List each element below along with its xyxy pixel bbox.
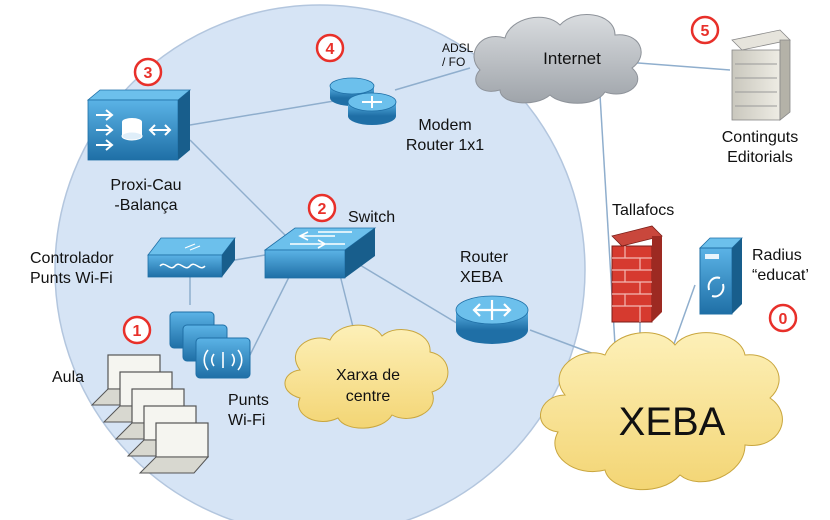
radius-label-2: “educat’: [752, 267, 809, 284]
svg-text:0: 0: [779, 311, 788, 328]
contingut-label-2: Editorials: [727, 149, 793, 166]
router-icon: [455, 295, 529, 344]
step-badge-5: 5: [690, 15, 720, 45]
proxy-label-1: Proxi-Cau: [110, 177, 181, 194]
radius-server-icon: [699, 237, 743, 315]
aula-label: Aula: [52, 369, 84, 386]
contingut-label-1: Continguts: [722, 129, 799, 146]
proxy-appliance-icon: [86, 89, 192, 161]
wifi-label-2: Wi-Fi: [228, 412, 265, 429]
router-label-1: Router: [460, 249, 509, 266]
radius-label-1: Radius: [752, 247, 802, 264]
wifi-label-1: Punts: [228, 392, 269, 409]
xeba-cloud: XEBA: [540, 332, 783, 491]
step-badge-1: 1: [122, 315, 152, 345]
proxy-label-2: -Balança: [114, 197, 177, 214]
xarxa-centre-cloud: Xarxa de centre: [284, 324, 449, 429]
svg-text:3: 3: [144, 65, 153, 82]
step-badge-2: 2: [307, 193, 337, 223]
svg-text:5: 5: [701, 23, 710, 40]
switch-icon: [263, 227, 377, 279]
modem-label-2: Router 1x1: [406, 137, 484, 154]
router-icon: [329, 77, 397, 125]
laptop-icon: [90, 354, 210, 474]
svg-text:2: 2: [318, 201, 327, 218]
firewall-label: Tallafocs: [612, 202, 674, 219]
svg-text:4: 4: [326, 41, 335, 58]
wireless-controller-icon: [147, 237, 236, 278]
server-rack-icon: [731, 29, 791, 121]
internet-cloud: Internet: [473, 14, 642, 104]
xarxa-label-1: Xarxa de: [336, 367, 400, 384]
adsl-label-1: ADSL: [442, 41, 474, 55]
modem-label-1: Modem: [418, 117, 471, 134]
internet-label: Internet: [543, 49, 601, 68]
controller-label-1: Controlador: [30, 250, 114, 267]
controller-label-2: Punts Wi-Fi: [30, 270, 113, 287]
xeba-label: XEBA: [619, 400, 726, 444]
firewall-icon: [611, 225, 663, 323]
xarxa-label-2: centre: [346, 388, 391, 405]
step-badge-3: 3: [133, 57, 163, 87]
adsl-label-2: / FO: [442, 55, 465, 69]
step-badge-4: 4: [315, 33, 345, 63]
router-label-2: XEBA: [460, 269, 503, 286]
svg-text:1: 1: [133, 323, 142, 340]
step-badge-0: 0: [768, 303, 798, 333]
switch-label: Switch: [348, 209, 395, 226]
access-point-icon: [169, 311, 251, 379]
